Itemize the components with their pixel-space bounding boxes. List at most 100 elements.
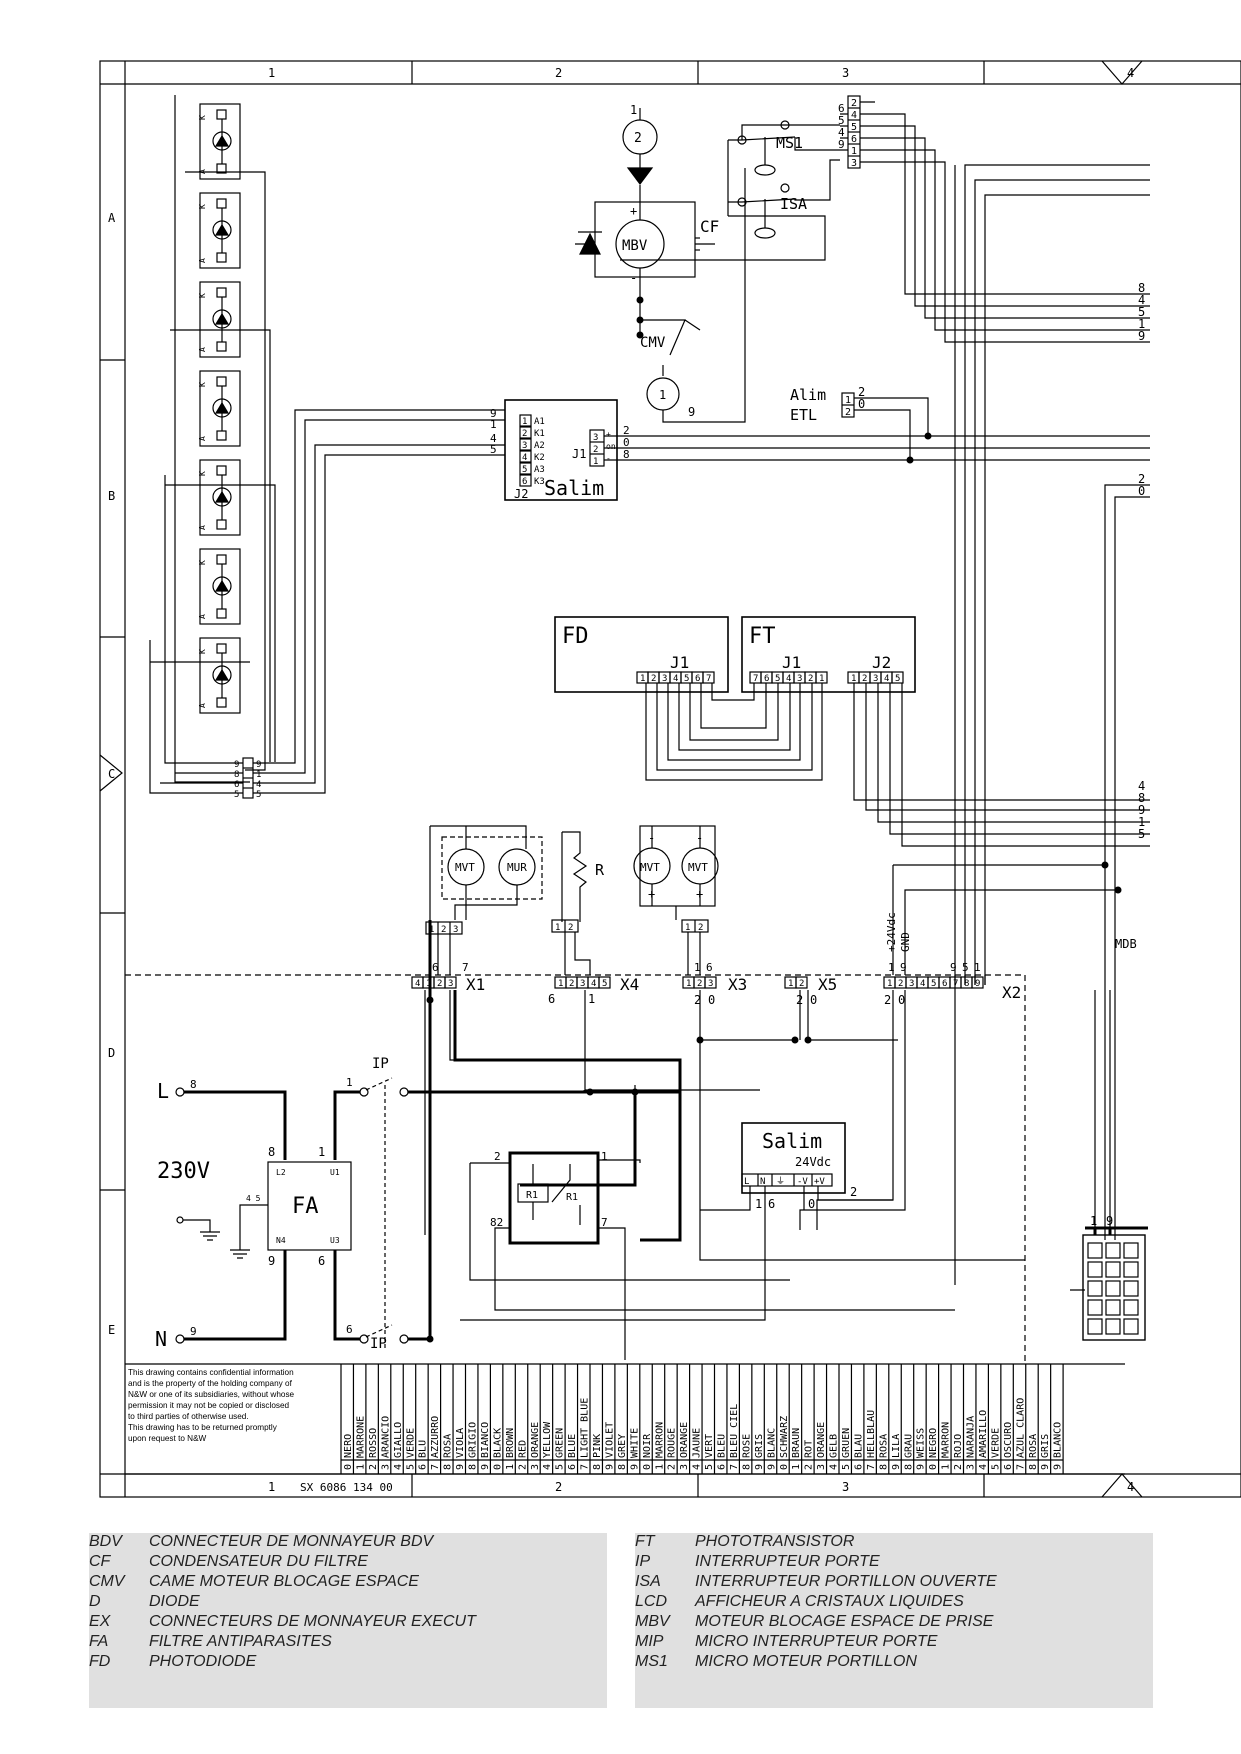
fa-ground-wire: 4 5 bbox=[246, 1194, 261, 1203]
x4-wire: 1 bbox=[588, 992, 595, 1006]
color-code-label: 5 VERT bbox=[704, 1434, 715, 1470]
junction-dot bbox=[804, 1036, 812, 1044]
top-connector-wire: 4 bbox=[838, 126, 845, 139]
mvt-label: MVT bbox=[688, 861, 708, 874]
salim-j1-sign: on bbox=[606, 442, 616, 451]
x4-pin: 1 bbox=[558, 979, 563, 989]
ft-j1-pin: 5 bbox=[775, 674, 780, 684]
wire-label: 1 bbox=[346, 1076, 353, 1089]
legend-code: CMV bbox=[89, 1573, 125, 1590]
salim-j2-wire: 1 bbox=[490, 418, 497, 431]
x3-pin: 1 bbox=[686, 979, 691, 989]
fd-pin: 6 bbox=[695, 674, 700, 684]
x1-pin: 4 bbox=[415, 979, 420, 989]
column-label-bottom: 4 bbox=[1127, 1480, 1134, 1494]
led bbox=[199, 637, 241, 714]
salim-bottom-pin: ⏚ bbox=[776, 1176, 785, 1187]
x5-pin: 2 bbox=[799, 979, 804, 989]
led-cathode-label: K bbox=[198, 471, 207, 476]
x4-pin: 2 bbox=[569, 979, 574, 989]
led-anode-label: A bbox=[198, 347, 207, 352]
led bbox=[199, 370, 241, 447]
x3-wire: 0 bbox=[708, 993, 715, 1007]
color-code-label: 4 AMARILLO bbox=[978, 1410, 989, 1470]
color-code-label: 8 GRAU bbox=[903, 1434, 914, 1470]
legend-code: BDV bbox=[89, 1533, 122, 1550]
mvt-minus: - bbox=[648, 831, 655, 845]
row-label: C bbox=[108, 767, 115, 781]
x1-pin: 2 bbox=[437, 979, 442, 989]
legend-code: FT bbox=[635, 1533, 655, 1550]
color-code-label: 3 ORANGE bbox=[679, 1422, 690, 1470]
mbv-minus: - bbox=[630, 271, 637, 285]
x2-pin: 3 bbox=[909, 979, 914, 989]
color-code-label: 9 GRIS bbox=[1040, 1434, 1051, 1470]
alim-pin: 1 bbox=[845, 395, 851, 406]
led bbox=[199, 548, 241, 625]
led-cathode-label: K bbox=[198, 115, 207, 120]
mdb-connector-wire: 1 bbox=[1090, 1214, 1097, 1228]
salim-j1-wire: 0 bbox=[623, 436, 630, 449]
junction-dot bbox=[791, 1036, 799, 1044]
drawing-number: SX 6086 134 00 bbox=[300, 1481, 393, 1494]
x3-pin: 3 bbox=[708, 979, 713, 989]
color-code-label: 0 BLACK bbox=[492, 1428, 503, 1470]
color-code-label: 9 GRIS bbox=[754, 1434, 765, 1470]
fd-pin: 7 bbox=[706, 674, 711, 684]
legend-description: PHOTOTRANSISTOR bbox=[695, 1533, 855, 1550]
alim-wire: 0 bbox=[858, 397, 865, 411]
mvt-plus: + bbox=[648, 887, 655, 901]
junction-dot bbox=[636, 296, 644, 304]
salim-bottom-pin: L bbox=[744, 1177, 749, 1187]
junction-dot bbox=[636, 316, 644, 324]
led-anode-label: A bbox=[198, 258, 207, 263]
cf-label: CF bbox=[700, 217, 719, 236]
x2-pin: 7 bbox=[953, 979, 958, 989]
x2-wire: 2 bbox=[884, 993, 891, 1007]
led-anode-label: A bbox=[198, 703, 207, 708]
top-connector-pin: 3 bbox=[851, 158, 857, 169]
mvt-label: MVT bbox=[640, 861, 660, 874]
salim-bottom-wire: 6 bbox=[768, 1197, 775, 1211]
legend-description: CAME MOTEUR BLOCAGE ESPACE bbox=[149, 1573, 419, 1590]
color-code-label: 2 ROUGE bbox=[667, 1428, 678, 1470]
color-code-label: 0 NOIR bbox=[642, 1433, 653, 1470]
junction-dot bbox=[1114, 886, 1122, 894]
fd-j1-label: J1 bbox=[670, 653, 689, 672]
wire-label: 1 bbox=[318, 1145, 325, 1159]
salim-j2-signal: A2 bbox=[534, 441, 545, 451]
color-code-label: 7 AZZURRO bbox=[430, 1416, 441, 1470]
mvt-plus: + bbox=[696, 887, 703, 901]
ft-j1-pin: 1 bbox=[819, 674, 824, 684]
salim-j2-pin: 3 bbox=[522, 441, 527, 451]
led bbox=[199, 281, 241, 358]
x5-label: X5 bbox=[818, 975, 837, 994]
x2-wire: 9 bbox=[900, 961, 907, 974]
color-code-label: 0 NEGRO bbox=[928, 1428, 939, 1470]
salim-j2-wire: 5 bbox=[490, 443, 497, 456]
junction-dot bbox=[426, 1335, 434, 1343]
mdb-label: MDB bbox=[1115, 937, 1137, 951]
color-code-label: 5 VERDE bbox=[405, 1428, 416, 1470]
wire-label: 7 bbox=[601, 1216, 608, 1229]
row-label: D bbox=[108, 1046, 115, 1060]
mvt-minus: - bbox=[696, 831, 703, 845]
wire-label: 6 bbox=[346, 1323, 353, 1336]
wire-label: 82 bbox=[490, 1216, 503, 1229]
x2-pin: 9 bbox=[975, 979, 980, 989]
ip-label: IP bbox=[370, 1336, 387, 1352]
salim-j1-pin: 1 bbox=[593, 457, 598, 467]
x2-wire: 9 bbox=[950, 961, 957, 974]
mvt-label: MVT bbox=[455, 861, 475, 874]
right-wire-label: 1 bbox=[1138, 815, 1145, 829]
x5-pin: 1 bbox=[788, 979, 793, 989]
salim-j1-sign: + bbox=[606, 430, 611, 439]
color-code-label: 9 VIOLA bbox=[455, 1428, 466, 1470]
connector-pin: 1 bbox=[555, 923, 560, 933]
resistor-label: R bbox=[595, 861, 605, 879]
